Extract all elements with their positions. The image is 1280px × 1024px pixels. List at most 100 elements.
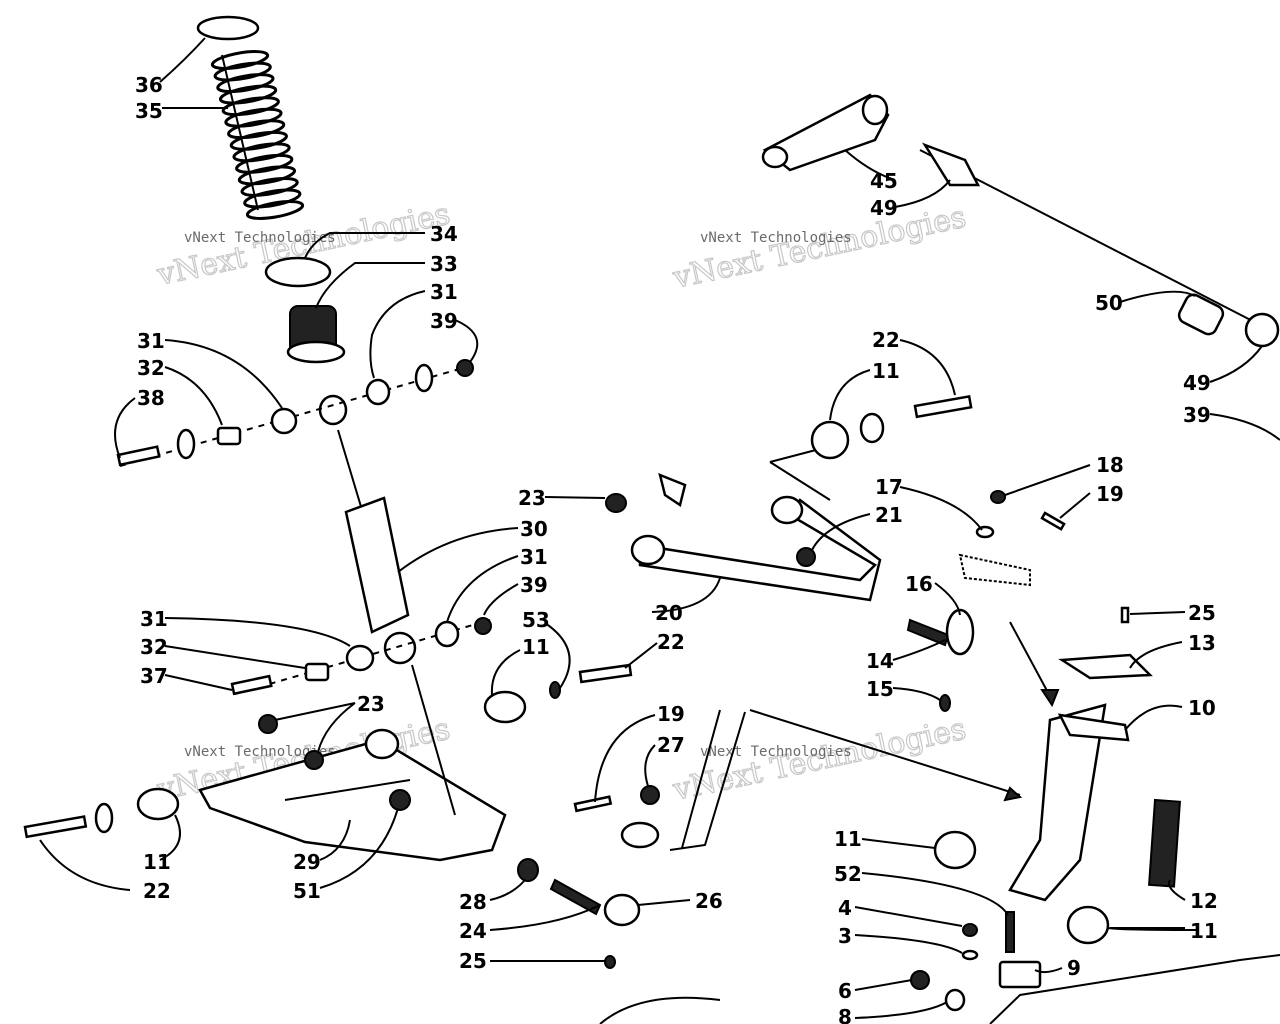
callout-label: 22 bbox=[872, 328, 900, 352]
nut-21 bbox=[796, 547, 816, 567]
callout-label: 52 bbox=[834, 862, 862, 886]
upper-a-arm bbox=[638, 498, 882, 602]
pin-25 bbox=[1120, 606, 1130, 624]
bolt-22-upper bbox=[913, 395, 973, 419]
callout-label: 49 bbox=[1183, 371, 1211, 395]
steering-bracket bbox=[958, 553, 1031, 587]
shock-eye-bottom bbox=[383, 631, 417, 665]
callout-label: 31 bbox=[137, 329, 165, 353]
callout-label: 15 bbox=[866, 677, 894, 701]
callout-label: 10 bbox=[1188, 696, 1216, 720]
callout-label: 11 bbox=[1190, 919, 1218, 943]
shock-body bbox=[344, 496, 410, 634]
callout-label: 11 bbox=[872, 359, 900, 383]
spring-coil bbox=[240, 176, 299, 197]
rod-end-49 bbox=[921, 142, 981, 187]
steering-arm-45 bbox=[762, 93, 890, 172]
washer-17 bbox=[975, 525, 995, 539]
callout-label: 19 bbox=[1096, 482, 1124, 506]
callout-label: 25 bbox=[1188, 601, 1216, 625]
nut-39 bbox=[456, 359, 474, 377]
callout-label: 20 bbox=[655, 601, 683, 625]
nut-15 bbox=[939, 694, 951, 712]
shock-rod bbox=[337, 429, 363, 511]
callout-label: 4 bbox=[838, 896, 852, 920]
washer-b bbox=[414, 363, 434, 393]
callout-label: 11 bbox=[522, 635, 550, 659]
callout-label: 3 bbox=[838, 924, 852, 948]
shock-eye-top bbox=[318, 394, 348, 426]
callout-label: 26 bbox=[695, 889, 723, 913]
callout-labels: 36 35 34 33 31 39 31 32 38 23 30 31 39 3… bbox=[135, 73, 1218, 1024]
pin-19 bbox=[1040, 511, 1066, 531]
callout-label: 24 bbox=[459, 919, 487, 943]
watermark-small: vNext Technologies bbox=[184, 744, 336, 760]
callout-label: 28 bbox=[459, 890, 487, 914]
ski-outline bbox=[599, 954, 1280, 1024]
callout-label: 37 bbox=[140, 664, 168, 688]
bolt-52 bbox=[1005, 911, 1015, 953]
bushing-31d bbox=[434, 620, 460, 648]
callout-label: 51 bbox=[293, 879, 321, 903]
callout-label: 23 bbox=[357, 692, 385, 716]
spring-coil bbox=[243, 188, 302, 209]
arm-bushing-11 bbox=[136, 787, 180, 821]
spring-seat bbox=[264, 256, 332, 288]
bolt-22-lower bbox=[23, 815, 88, 839]
nut-51 bbox=[389, 789, 411, 811]
callout-label: 53 bbox=[522, 608, 550, 632]
callout-label: 17 bbox=[875, 475, 903, 499]
callout-label: 39 bbox=[520, 573, 548, 597]
callout-label: 11 bbox=[143, 850, 171, 874]
ball-joint-stud bbox=[906, 618, 950, 647]
parts-artwork bbox=[23, 15, 1280, 1024]
cap-13 bbox=[1058, 653, 1153, 680]
callout-label: 31 bbox=[140, 607, 168, 631]
washer-c bbox=[94, 802, 114, 834]
callout-label: 31 bbox=[430, 280, 458, 304]
spring-cap bbox=[196, 15, 260, 41]
steering-arm-eye bbox=[761, 145, 789, 169]
arm-bushing-11b bbox=[483, 690, 527, 724]
nut-25 bbox=[604, 955, 616, 969]
rod-end-49b bbox=[1244, 312, 1280, 348]
callout-label: 29 bbox=[293, 850, 321, 874]
callout-label: 45 bbox=[870, 169, 898, 193]
nut-27 bbox=[640, 785, 660, 805]
upper-arm-eye bbox=[630, 534, 666, 566]
spring-18 bbox=[990, 490, 1006, 504]
washer-d bbox=[859, 412, 885, 444]
bushing-31 bbox=[270, 407, 298, 435]
tie-rod-long bbox=[749, 709, 1021, 796]
bushing-11-upper bbox=[810, 420, 850, 460]
spring-coil bbox=[210, 50, 270, 70]
bump-stop-base bbox=[286, 340, 346, 364]
bushing-31b bbox=[365, 378, 391, 406]
callout-label: 22 bbox=[657, 630, 685, 654]
callout-label: 35 bbox=[135, 99, 163, 123]
tie-rod-24 bbox=[549, 878, 602, 916]
callout-label: 49 bbox=[870, 196, 898, 220]
callout-label: 34 bbox=[430, 222, 458, 246]
callout-label: 22 bbox=[143, 879, 171, 903]
lower-a-arm bbox=[198, 738, 507, 862]
nut-6 bbox=[910, 970, 930, 990]
callout-label: 30 bbox=[520, 517, 548, 541]
spring-coil bbox=[245, 200, 305, 220]
upper-arm-eye-b bbox=[770, 495, 804, 525]
callout-label: 9 bbox=[1067, 956, 1081, 980]
callout-label: 8 bbox=[838, 1005, 852, 1024]
bolt-38 bbox=[116, 445, 161, 467]
spring-coil bbox=[235, 153, 294, 174]
steering-arm-eye-b bbox=[861, 94, 889, 126]
nut-23 bbox=[258, 714, 278, 734]
callout-label: 16 bbox=[905, 572, 933, 596]
spring-coil bbox=[227, 119, 286, 140]
spindle-arm bbox=[1057, 713, 1130, 742]
ball-joint-16 bbox=[945, 608, 975, 656]
spring-pin-12 bbox=[1148, 798, 1182, 888]
block-9 bbox=[998, 960, 1042, 989]
tie-rod-end-26 bbox=[603, 893, 641, 927]
washer-8 bbox=[944, 988, 966, 1012]
